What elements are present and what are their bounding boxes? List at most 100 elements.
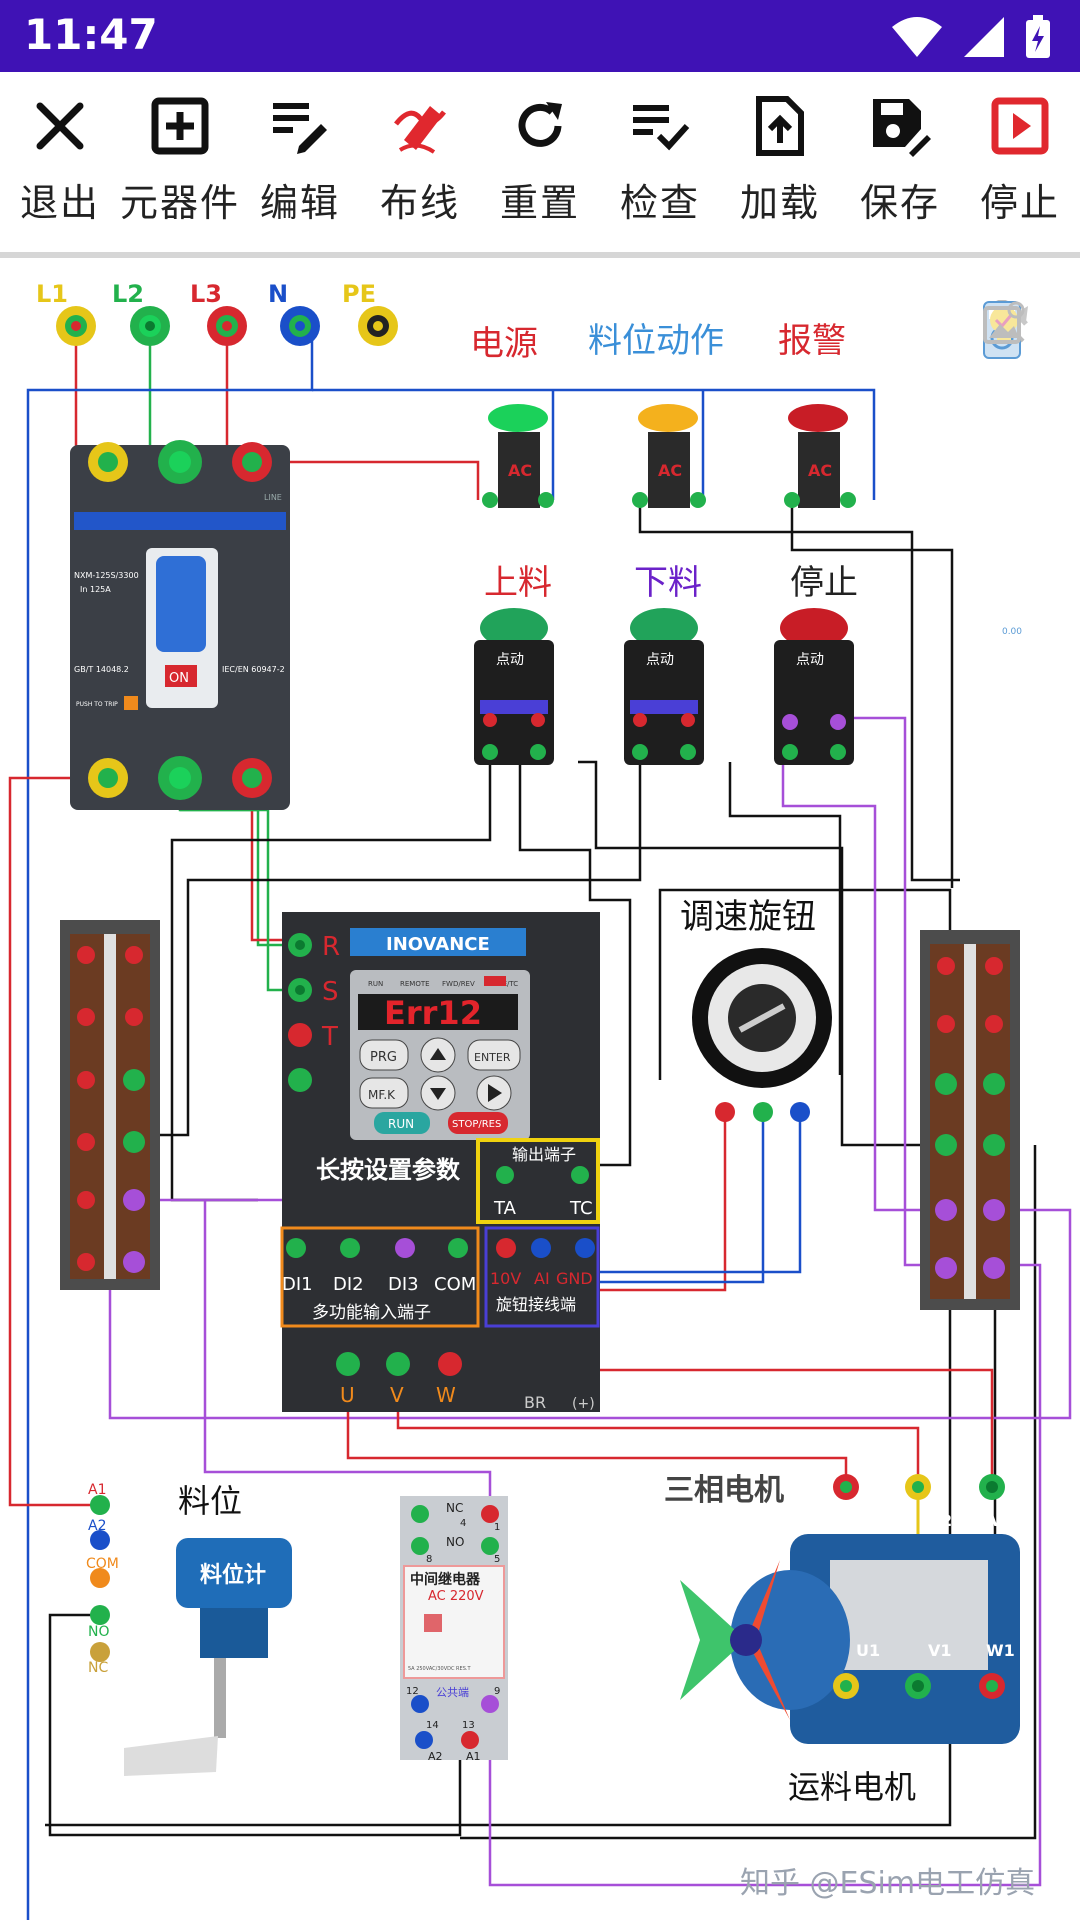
circuit-breaker[interactable]: ON NXM-125S/3300 In 125A GB/T 14048.2 IE… (70, 440, 290, 810)
inverter-led-run: RUN (368, 980, 383, 988)
undo-button[interactable] (984, 306, 1040, 538)
relay[interactable]: 中间继电器 AC 220V 5A 250VAC/30VDC RES.T NC 4… (400, 1496, 508, 1763)
save-button[interactable]: 保存 (840, 72, 960, 252)
breaker-on-label: ON (169, 671, 189, 686)
indicator-lamp-power[interactable]: AC (482, 404, 554, 508)
relay-title: 中间继电器 (410, 1571, 481, 1588)
components-button[interactable]: 元器件 (120, 72, 240, 252)
relay-com: 公共端 (436, 1686, 469, 1699)
unload-button-face: 点动 (646, 652, 674, 668)
push-button-feed[interactable]: 点动 (474, 608, 554, 765)
breaker-line-label: LINE (264, 493, 282, 502)
check-button[interactable]: 检查 (600, 72, 720, 252)
w-label: W (436, 1383, 456, 1407)
label-power-indicator: 电源 (470, 324, 538, 364)
upload-file-icon (756, 96, 804, 156)
knob-title: 旋钮接线端 (496, 1295, 576, 1314)
di2-label: DI2 (333, 1274, 364, 1295)
level-a2: A2 (88, 1518, 106, 1534)
watermark: 知乎 @ESim电工仿真 (740, 1866, 1036, 1901)
stop-reset-key[interactable] (448, 1112, 508, 1134)
label-unload-button: 下料 (634, 563, 702, 603)
reset-button[interactable]: 重置 (480, 72, 600, 252)
button-labels: 上料 下料 停止 (484, 563, 858, 603)
multimeter-button[interactable]: 0.00 (983, 301, 1040, 682)
status-bar: 11:47 (0, 0, 1080, 72)
indicator-labels: 电源 料位动作 报警 (470, 321, 846, 364)
speed-knob[interactable] (692, 948, 832, 1122)
wiring-button[interactable]: 布线 (360, 72, 480, 252)
terminal-pe[interactable] (358, 306, 398, 346)
tips-button[interactable] (984, 306, 1040, 746)
close-icon (36, 102, 84, 150)
push-button-unload[interactable]: 点动 (624, 608, 704, 765)
exit-button[interactable]: 退出 (0, 72, 120, 252)
redo-button[interactable] (984, 306, 1040, 602)
relay-pin-8: 8 (426, 1554, 432, 1565)
zoom-out-button[interactable] (984, 302, 1040, 474)
breaker-iec: IEC/EN 60947-2 (222, 665, 285, 674)
zoom-in-button[interactable] (984, 302, 1040, 410)
relay-pin-13: 13 (462, 1720, 475, 1731)
components-label: 元器件 (120, 181, 241, 225)
breaker-handle[interactable] (156, 556, 206, 652)
prg-key-label: PRG (370, 1050, 397, 1065)
exit-label: 退出 (19, 181, 100, 225)
push-button-stop[interactable]: 点动 (774, 608, 854, 765)
indicator-lamp-level[interactable]: AC (632, 404, 706, 508)
mfk-key[interactable] (359, 1077, 409, 1109)
inverter-s-label: S (322, 977, 339, 1007)
run-key[interactable] (374, 1112, 430, 1134)
breaker-model: NXM-125S/3300 (74, 571, 139, 580)
motor-v1: V1 (928, 1641, 952, 1660)
br-label: BR (524, 1393, 546, 1412)
image-button[interactable] (983, 301, 1040, 810)
wiring-canvas[interactable]: L1 L2 L3 N PE ON NXM-125S/3300 In 125A G… (0, 258, 1080, 1920)
toolbar: 退出 元器件 编辑 布线 重置 检查 加载 保存 停止 (0, 72, 1080, 252)
level-switch[interactable]: A1 A2 COM NO NC 料位计 (86, 1482, 292, 1776)
knob-10v-label: 10V (490, 1269, 521, 1288)
level-lamp-text: AC (658, 461, 682, 480)
edit-label: 编辑 (259, 181, 340, 225)
add-box-icon (151, 97, 209, 155)
run-key-label: RUN (388, 1117, 414, 1131)
motor-u2: U2 (928, 1511, 952, 1530)
label-l1: L1 (36, 280, 68, 308)
level-a1: A1 (88, 1482, 106, 1498)
terminal-strip-left[interactable] (60, 920, 160, 1290)
relay-coil: AC 220V (428, 1589, 484, 1604)
terminal-l2[interactable] (130, 306, 170, 346)
save-label: 保存 (859, 181, 940, 225)
three-phase-motor[interactable]: W2 U2 V2 U1 V1 W1 (680, 1474, 1020, 1744)
mfk-key-label: MF.K (368, 1088, 396, 1102)
plus-label: (+) (572, 1396, 595, 1412)
status-time: 11:47 (24, 10, 158, 59)
label-l3: L3 (190, 280, 222, 308)
inverter-keypad: PRG ENTER MF.K RUN STOP/RES (359, 1037, 521, 1134)
speed-knob-label: 调速旋钮 (680, 897, 816, 937)
terminal-l3[interactable] (207, 306, 247, 346)
edit-button[interactable]: 编辑 (240, 72, 360, 252)
relay-pin-9: 9 (494, 1686, 500, 1697)
inverter-rst-terminals (288, 933, 312, 1092)
relay-a1: A1 (466, 1750, 481, 1763)
stop-reset-key-label: STOP/RES (452, 1119, 501, 1130)
load-button[interactable]: 加载 (720, 72, 840, 252)
wifi-icon (892, 17, 942, 57)
label-l2: L2 (112, 280, 144, 308)
terminal-n[interactable] (280, 306, 320, 346)
label-n: N (268, 280, 288, 308)
inverter[interactable]: INOVANCE Err12 RUN REMOTE FWD/REV TUNE/T… (280, 912, 600, 1412)
terminal-strip-right[interactable] (920, 930, 1020, 1310)
prg-key[interactable] (359, 1039, 409, 1071)
enter-key[interactable] (467, 1039, 521, 1071)
motor-u1: U1 (856, 1641, 880, 1660)
stop-button[interactable]: 停止 (960, 72, 1080, 252)
indicator-lamp-alarm[interactable]: AC (784, 404, 856, 508)
side-toolbar: 0.00 (982, 300, 1042, 810)
level-switch-body: 料位计 (200, 1562, 266, 1588)
inverter-r-label: R (322, 932, 340, 962)
toolbar-divider (0, 252, 1080, 258)
com-label: COM (434, 1274, 476, 1295)
terminal-l1[interactable] (56, 306, 96, 346)
